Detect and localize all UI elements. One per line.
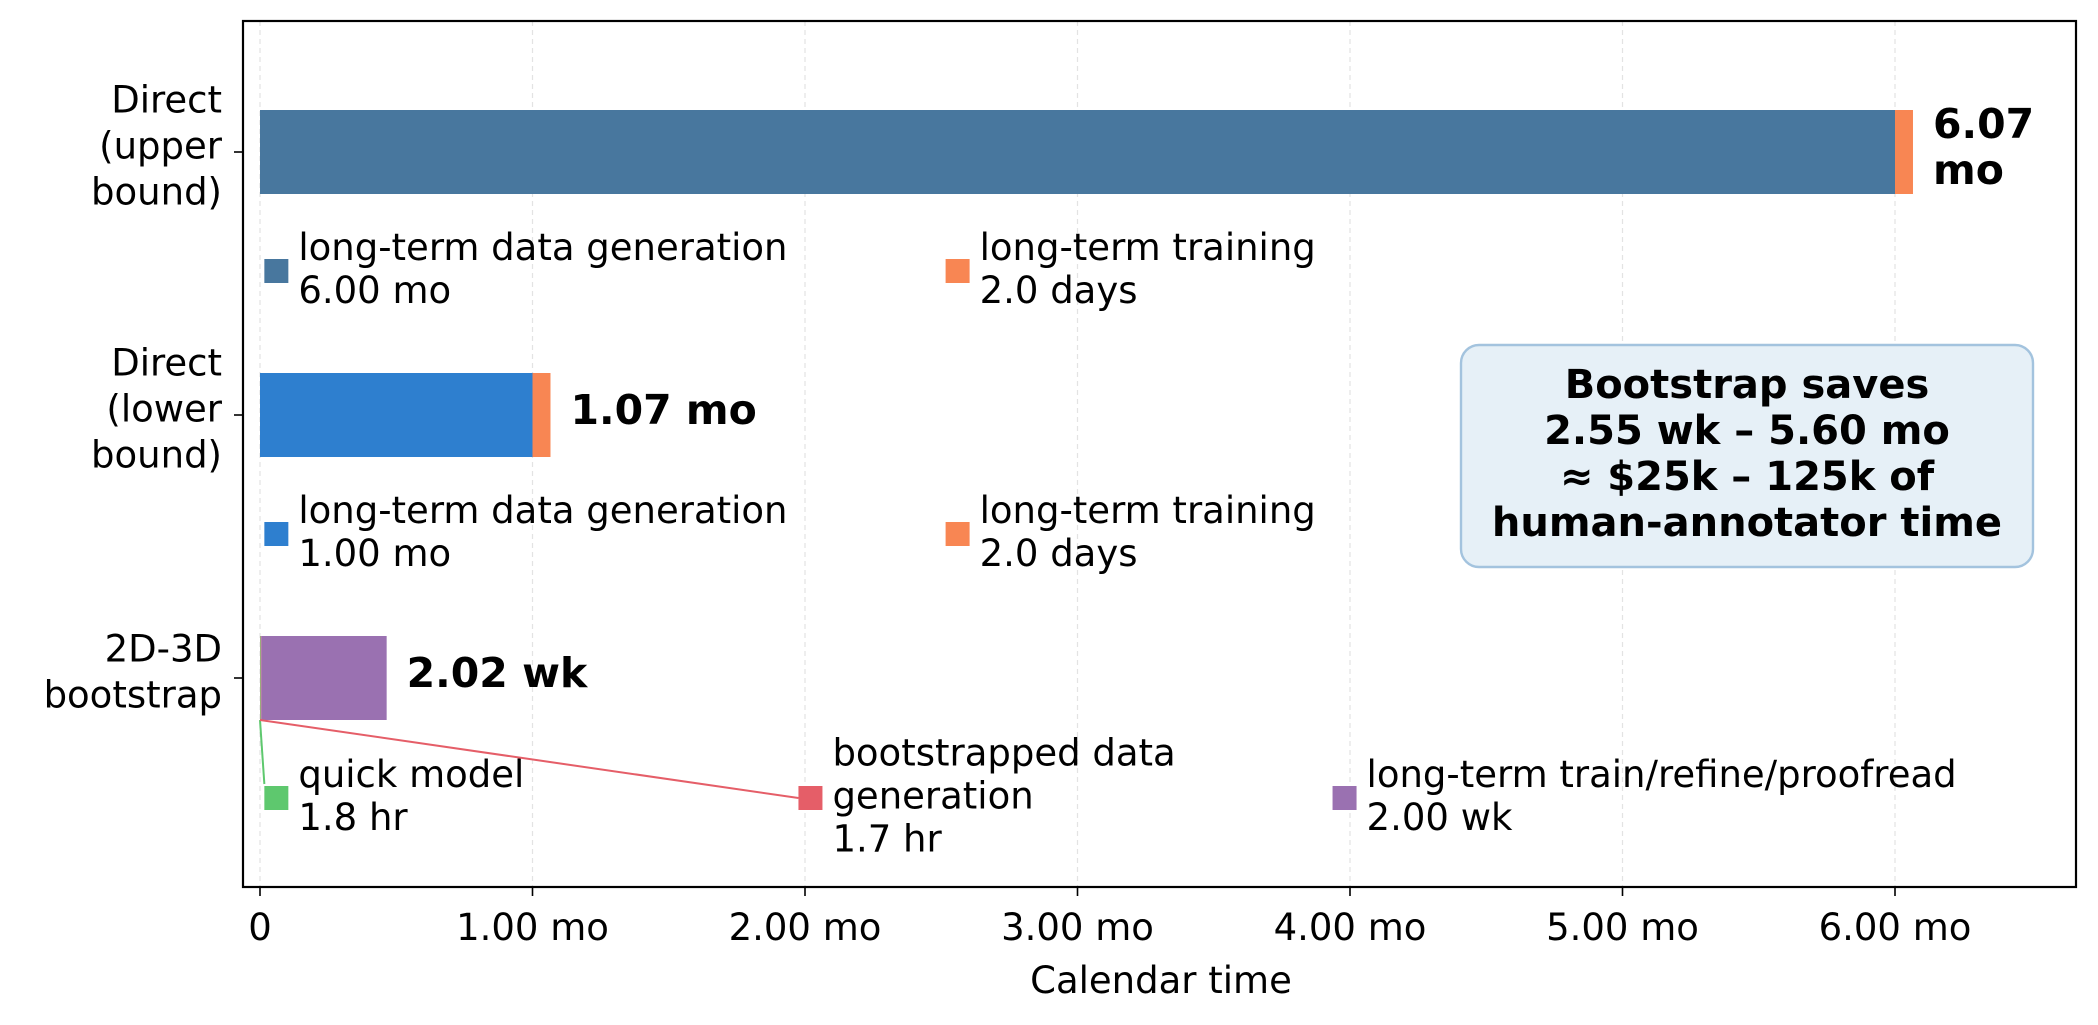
bar-segment — [261, 636, 387, 720]
x-tick-label: 2.00 mo — [729, 906, 882, 949]
connector-line — [259, 719, 799, 799]
annotation-background — [1459, 343, 2035, 569]
bar-total-label: 2.02 wk — [407, 649, 589, 697]
bar-segment — [260, 636, 261, 720]
x-tick-label: 1.00 mo — [456, 906, 609, 949]
bar-segment — [1895, 110, 1913, 194]
bar-segment — [260, 636, 262, 720]
legend-swatch — [798, 786, 823, 810]
x-tick-label: 3.00 mo — [1001, 906, 1154, 949]
bar-segment — [260, 110, 1895, 194]
legend-swatch — [1332, 786, 1357, 810]
x-tick-label: 0 — [248, 906, 272, 949]
bar-segment — [532, 373, 551, 457]
bar-segment — [260, 373, 533, 457]
x-tick-label: 5.00 mo — [1546, 906, 1699, 949]
legend-swatch — [264, 786, 289, 810]
legend-swatch — [945, 522, 970, 546]
legend-swatch — [945, 259, 970, 283]
legend-swatch — [264, 522, 289, 546]
x-axis: 0 1.00 mo 2.00 mo 3.00 mo 4.00 mo 5.00 mo 6.00… — [248, 887, 1971, 949]
plot-frame — [241, 19, 2078, 889]
connector-line — [259, 719, 266, 785]
legend-swatch — [264, 259, 289, 283]
x-tick-label: 6.00 mo — [1819, 906, 1972, 949]
bar-total-label: 1.07 mo — [570, 386, 756, 434]
x-tick-label: 4.00 mo — [1274, 906, 1427, 949]
x-axis-label: Calendar time — [1030, 959, 1292, 1002]
